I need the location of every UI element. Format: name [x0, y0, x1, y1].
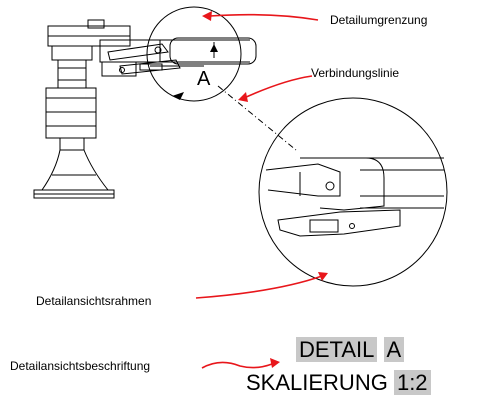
- view-letter-marker: A: [197, 68, 211, 90]
- label-connector-line: Verbindungslinie: [311, 66, 400, 80]
- caption-scale-value: 1:2: [393, 370, 431, 395]
- caption-detail-word: DETAIL: [296, 337, 378, 362]
- callout-arrowheads: [202, 11, 328, 368]
- stand-column: [33, 59, 115, 199]
- caption-line-2: SKALIERUNG 1:2: [246, 370, 431, 396]
- label-detail-frame: Detailansichtsrahmen: [36, 294, 152, 308]
- callout-arrows: [195, 13, 323, 369]
- label-detail-boundary: Detailumgrenzung: [330, 13, 428, 27]
- view-direction-arrows: [172, 44, 218, 100]
- detail-view-content: [265, 157, 444, 237]
- connector-line: [217, 85, 297, 151]
- detail-view-frame: [258, 97, 448, 287]
- caption-line-1: DETAIL A: [296, 337, 405, 363]
- caption-detail-letter: A: [383, 337, 405, 362]
- detail-boundary-circle: [146, 6, 242, 102]
- label-detail-caption: Detailansichtsbeschriftung: [10, 359, 151, 373]
- caption-scale-word: SKALIERUNG: [246, 370, 388, 395]
